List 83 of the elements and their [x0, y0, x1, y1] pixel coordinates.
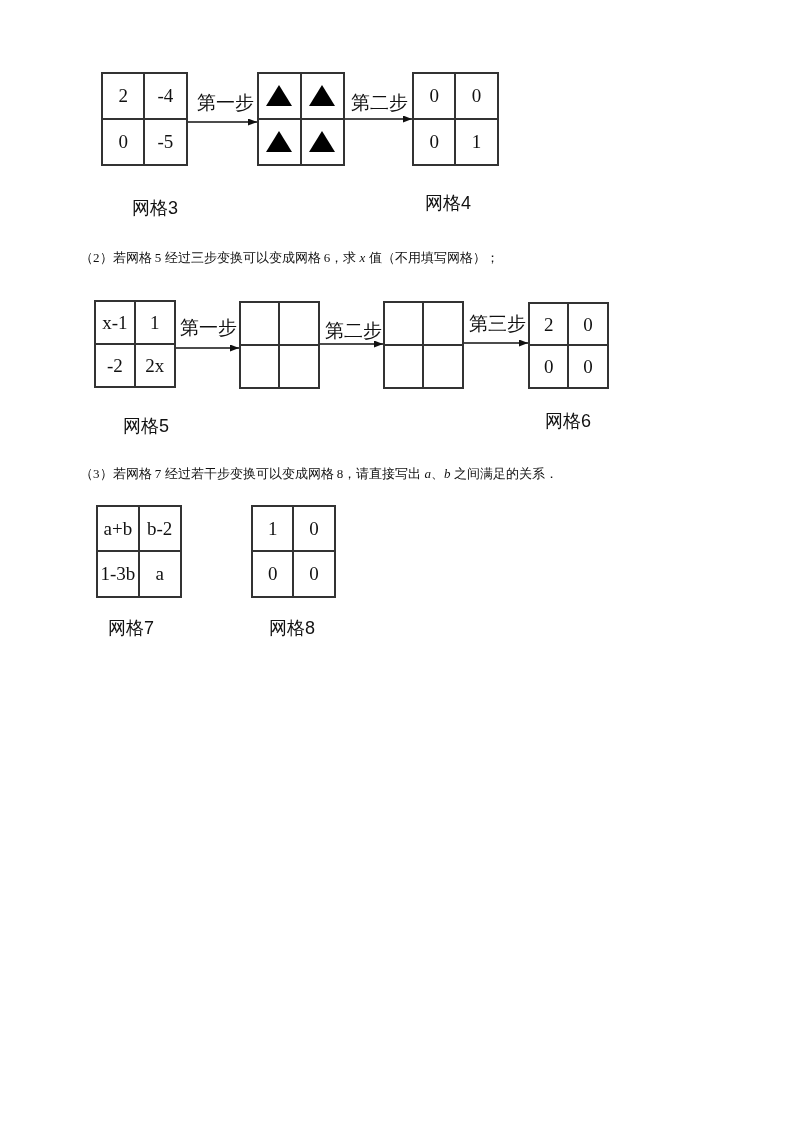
cell-value: 0 — [583, 356, 593, 376]
grid-cell — [134, 343, 175, 387]
grid-cell — [455, 73, 498, 119]
grid-cell — [102, 118, 145, 165]
grid-caption: 网格4 — [425, 194, 471, 212]
cell-value: 0 — [543, 356, 554, 376]
cell-value: 1 — [471, 132, 482, 152]
grid-cell — [384, 344, 424, 388]
grid-cell — [97, 551, 139, 597]
grid-cell — [138, 506, 181, 552]
grid-cell — [102, 73, 145, 119]
grid-cell — [97, 506, 139, 552]
grid-cell — [240, 302, 280, 345]
grid-cell — [279, 302, 319, 345]
edge-label: 第三步 — [468, 314, 526, 333]
cell-value: 0 — [471, 86, 482, 106]
arrow — [344, 115, 413, 123]
number-grid — [412, 72, 499, 166]
cell-value: 1-3b — [100, 564, 136, 584]
grid-cell — [258, 118, 301, 165]
number-grid — [257, 72, 345, 166]
grid-caption: 网格8 — [269, 619, 315, 637]
number-grid — [239, 301, 320, 389]
cell-value: -5 — [157, 132, 174, 152]
grid-cell — [293, 506, 335, 552]
grid-cell — [144, 73, 187, 119]
grid-cell — [529, 303, 569, 346]
grid-caption: 网格6 — [545, 412, 591, 430]
grid-cell — [252, 551, 294, 597]
arrow — [187, 118, 258, 126]
cell-value: a+b — [103, 519, 133, 539]
number-grid — [251, 505, 336, 598]
question-text: （3）若网格 7 经过若干步变换可以变成网格 8，请直接写出 a、b 之间满足的关系． — [80, 466, 558, 482]
grid-cell — [240, 344, 280, 388]
cell-value: 2x — [145, 355, 165, 375]
question-text: （2）若网格 5 经过三步变换可以变成网格 6，求 x 值（不用填写网格）； — [80, 250, 499, 266]
grid-cell — [529, 345, 569, 388]
grid-cell — [138, 551, 181, 597]
arrow — [319, 340, 384, 348]
grid-caption: 网格7 — [108, 619, 154, 637]
grid-caption: 网格5 — [123, 417, 169, 435]
grid-cell — [95, 301, 135, 344]
grid-cell — [300, 118, 344, 165]
grid-cell — [423, 344, 463, 388]
grid-cell — [134, 301, 175, 344]
cell-value: 0 — [309, 564, 319, 584]
cell-value: -2 — [107, 355, 123, 375]
number-grid — [96, 505, 182, 598]
cell-value: 0 — [267, 564, 278, 584]
arrow — [463, 339, 529, 347]
number-grid — [528, 302, 609, 389]
grid-cell — [293, 551, 335, 597]
grid-cell — [300, 73, 344, 119]
cell-value: a — [155, 564, 164, 584]
cell-value: 0 — [583, 314, 593, 334]
grid-cell — [252, 506, 294, 552]
cell-value: -4 — [157, 86, 174, 106]
grid-cell — [384, 302, 424, 345]
cell-value: 0 — [429, 86, 439, 106]
grid-cell — [568, 303, 608, 346]
cell-value: 0 — [118, 132, 128, 152]
grid-cell — [568, 345, 608, 388]
grid-cell — [258, 73, 301, 119]
edge-label: 第一步 — [196, 93, 254, 112]
number-grid — [383, 301, 464, 389]
cell-value: x-1 — [102, 312, 128, 332]
grid-cell — [413, 73, 456, 119]
cell-value: 2 — [543, 314, 554, 334]
cell-value: 0 — [429, 132, 439, 152]
grid-cell — [455, 118, 498, 165]
cell-value: 1 — [267, 519, 278, 539]
grid-cell — [144, 118, 187, 165]
cell-value: 2 — [118, 86, 128, 106]
edge-label: 第二步 — [350, 93, 408, 112]
cell-value: b-2 — [147, 519, 173, 539]
grid-cell — [95, 343, 135, 387]
grid-cell — [279, 344, 319, 388]
edge-label: 第二步 — [324, 321, 382, 340]
grid-cell — [423, 302, 463, 345]
number-grid — [94, 300, 176, 388]
cell-value: 0 — [309, 519, 319, 539]
grid-cell — [413, 118, 456, 165]
cell-value: 1 — [149, 312, 160, 332]
